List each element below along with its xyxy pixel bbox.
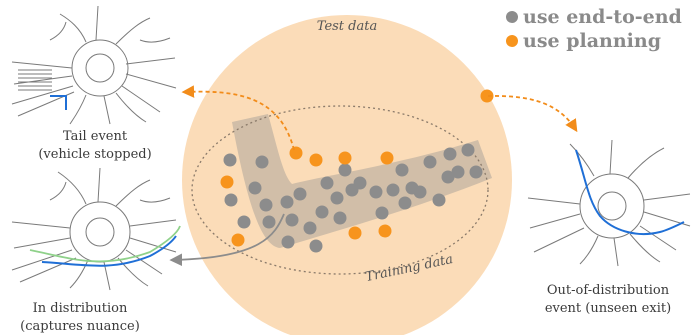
planning-point (309, 153, 323, 167)
end-to-end-point (259, 198, 273, 212)
end-to-end-point (398, 196, 412, 210)
planning-point (380, 151, 394, 165)
svg-text:In distribution: In distribution (33, 301, 128, 316)
end-to-end-point (395, 163, 409, 177)
arrow-to-tail-event (181, 85, 295, 151)
legend-label-end-to-end: use end-to-end (523, 6, 682, 28)
planning-point (338, 151, 352, 165)
svg-text:(vehicle stopped): (vehicle stopped) (38, 147, 151, 162)
data-points (220, 89, 494, 253)
end-to-end-point (237, 215, 251, 229)
end-to-end-point (441, 170, 455, 184)
end-to-end-point (330, 191, 344, 205)
end-to-end-point (333, 211, 347, 225)
end-to-end-point (375, 206, 389, 220)
end-to-end-point (224, 193, 238, 207)
end-to-end-point (309, 239, 323, 253)
caption-ood-event: Out-of-distribution event (unseen exit) (545, 283, 671, 316)
orange-dot-icon (506, 35, 518, 47)
end-to-end-point (223, 153, 237, 167)
end-to-end-point (262, 215, 276, 229)
end-to-end-point (280, 195, 294, 209)
caption-tail-event: Tail event (vehicle stopped) (38, 129, 151, 162)
caption-in-distribution: In distribution (captures nuance) (20, 301, 140, 334)
legend-item-end-to-end: use end-to-end (506, 6, 682, 28)
planning-point (480, 89, 494, 103)
end-to-end-point (285, 213, 299, 227)
legend-label-planning: use planning (523, 30, 661, 52)
end-to-end-point (293, 187, 307, 201)
training-data-boundary (191, 105, 489, 275)
end-to-end-point (386, 183, 400, 197)
end-to-end-point (443, 147, 457, 161)
planning-point (220, 175, 234, 189)
svg-text:(captures nuance): (captures nuance) (20, 319, 140, 334)
svg-text:Out-of-distribution: Out-of-distribution (547, 283, 670, 298)
end-to-end-point (451, 165, 465, 179)
arrow-to-ood-event (487, 95, 578, 133)
svg-text:event (unseen exit): event (unseen exit) (545, 301, 671, 316)
end-to-end-point (255, 155, 269, 169)
end-to-end-point (423, 155, 437, 169)
end-to-end-point (432, 193, 446, 207)
end-to-end-point (315, 205, 329, 219)
end-to-end-point (338, 163, 352, 177)
planning-point (378, 224, 392, 238)
grey-dot-icon (506, 11, 518, 23)
roundabout-ood-event (527, 139, 691, 267)
end-to-end-point (320, 176, 334, 190)
planning-point (289, 146, 303, 160)
end-to-end-point (353, 176, 367, 190)
end-to-end-point (369, 185, 383, 199)
planning-point (348, 226, 362, 240)
test-data-label: Test data (317, 19, 377, 34)
arrow-to-in-distribution (169, 213, 285, 267)
end-to-end-point (413, 185, 427, 199)
end-to-end-point (248, 181, 262, 195)
legend: use end-to-end use planning (506, 6, 682, 52)
svg-text:Tail event: Tail event (63, 129, 128, 144)
legend-item-planning: use planning (506, 30, 661, 52)
roundabout-tail-event (11, 5, 177, 125)
planning-point (231, 233, 245, 247)
end-to-end-point (461, 143, 475, 157)
roundabout-in-distribution (11, 167, 181, 291)
end-to-end-point (281, 235, 295, 249)
end-to-end-point (303, 221, 317, 235)
end-to-end-point (469, 165, 483, 179)
